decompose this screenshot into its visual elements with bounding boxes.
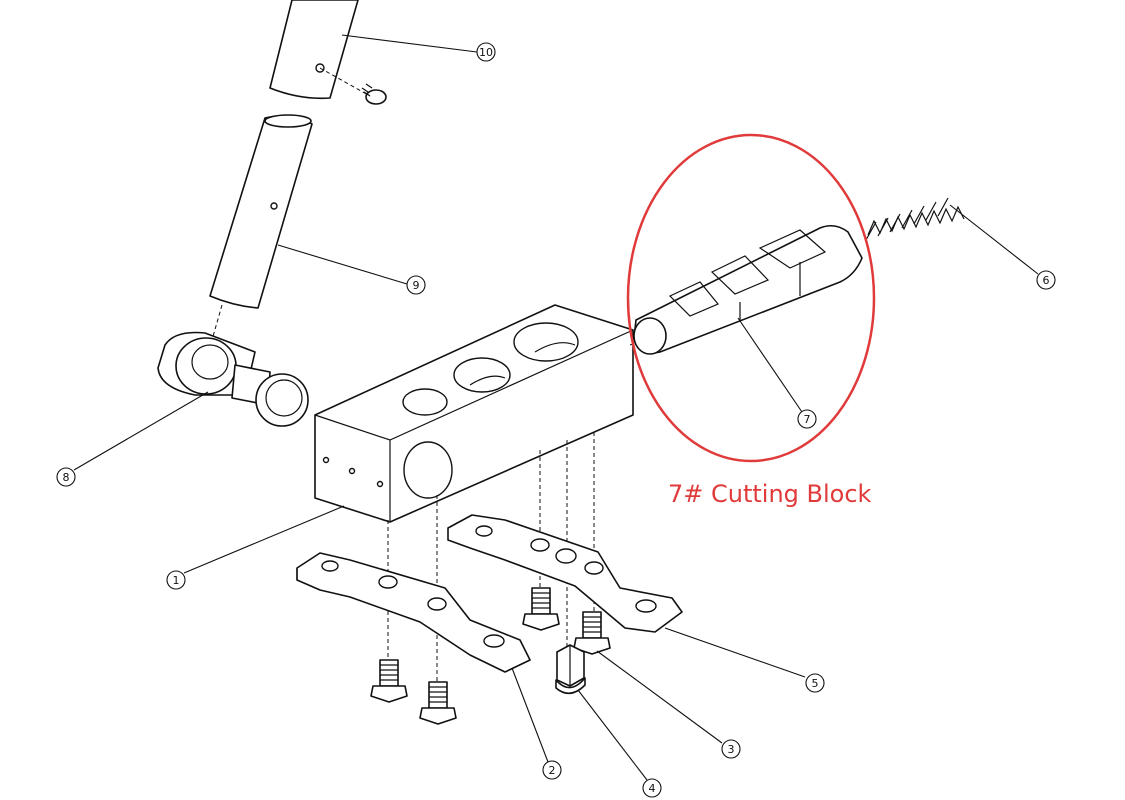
balloon-10: 10 (476, 42, 496, 62)
handle-upper-tube (269, 0, 371, 100)
leader-lines (73, 34, 1039, 781)
tube-set-screw (361, 83, 387, 105)
cutting-block-label: 7# Cutting Block (668, 480, 872, 508)
spring (865, 197, 965, 241)
balloon-6: 6 (1036, 270, 1056, 290)
balloon-7: 7 (797, 409, 817, 429)
svg-text:10: 10 (479, 46, 493, 59)
balloon-5: 5 (805, 673, 825, 693)
svg-text:6: 6 (1043, 274, 1050, 287)
handle-lower-tube (209, 114, 313, 341)
strap-left (296, 552, 531, 673)
main-body-block (314, 304, 646, 523)
svg-text:1: 1 (173, 574, 180, 587)
balloon-8: 8 (56, 467, 76, 487)
svg-text:8: 8 (63, 471, 70, 484)
square-pin (555, 644, 586, 695)
balloon-9: 9 (406, 275, 426, 295)
balloon-4: 4 (642, 778, 662, 798)
strap-right (447, 514, 683, 633)
balloon-1: 1 (166, 570, 186, 590)
cutting-block-highlight (626, 133, 876, 463)
balloon-3: 3 (721, 739, 741, 759)
bolt-left-2 (419, 681, 457, 725)
svg-text:2: 2 (549, 764, 556, 777)
balloon-2: 2 (542, 760, 562, 780)
cutting-block (633, 224, 863, 355)
bolt-right-1 (522, 587, 560, 631)
bolt-left-1 (370, 659, 408, 703)
svg-text:3: 3 (728, 743, 735, 756)
svg-text:4: 4 (649, 782, 656, 795)
svg-text:9: 9 (413, 279, 420, 292)
bolt-right-2 (573, 611, 611, 655)
pivot-knob (157, 331, 309, 427)
svg-text:5: 5 (812, 677, 819, 690)
svg-text:7: 7 (804, 413, 811, 426)
